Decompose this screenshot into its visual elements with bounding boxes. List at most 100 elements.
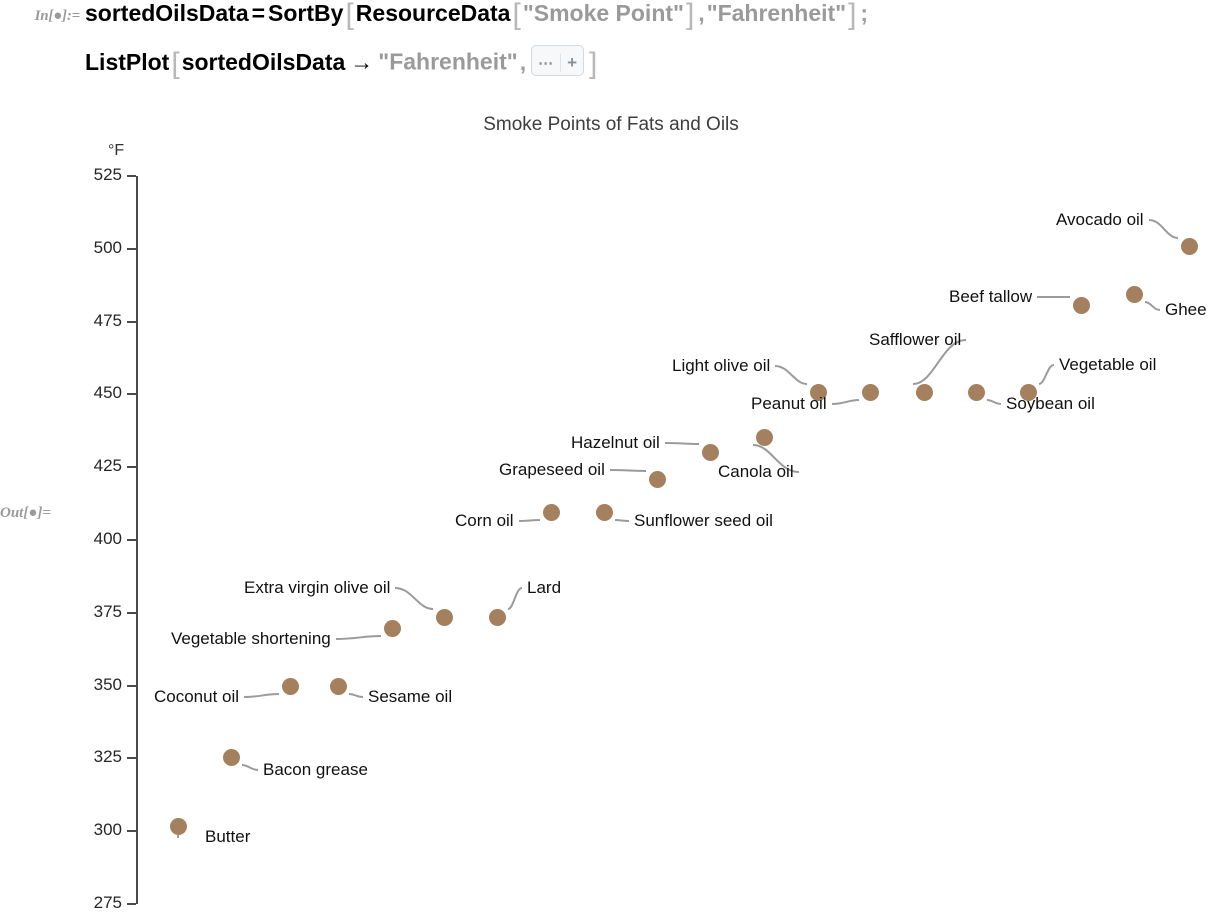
token-open-bracket-2: [ bbox=[512, 0, 521, 31]
y-tick-mark bbox=[127, 611, 136, 614]
input-code-line-2[interactable]: ListPlot[sortedOilsData→"Fahrenheit",⋯+] bbox=[85, 45, 599, 80]
token-close-bracket-3: ] bbox=[589, 46, 598, 80]
data-point-label: Beef tallow bbox=[949, 287, 1033, 306]
token-variable-sortedoilsdata-2: sortedOilsData bbox=[181, 48, 346, 75]
leader-line bbox=[831, 399, 860, 405]
token-function-listplot: ListPlot bbox=[85, 48, 170, 75]
output-cell-label[interactable]: Out[●]= bbox=[0, 505, 51, 521]
leader-line bbox=[1148, 219, 1179, 239]
data-point-label: Avocado oil bbox=[1056, 210, 1144, 229]
token-string-fahrenheit-1: "Fahrenheit" bbox=[706, 0, 847, 26]
y-tick-label: 425 bbox=[93, 456, 122, 476]
leader-line bbox=[507, 587, 523, 610]
y-tick-label: 375 bbox=[93, 601, 122, 621]
token-close-bracket-2: ] bbox=[685, 0, 695, 31]
token-open-bracket-1: [ bbox=[345, 0, 354, 31]
token-variable-sortedoilsdata: sortedOilsData bbox=[85, 0, 249, 26]
data-point-marker[interactable] bbox=[489, 609, 506, 626]
data-point-label: Light olive oil bbox=[672, 356, 771, 375]
data-point-marker[interactable] bbox=[1181, 238, 1198, 255]
data-point-marker[interactable] bbox=[702, 444, 719, 461]
data-point-marker[interactable] bbox=[282, 678, 299, 695]
data-point-label: Safflower oil bbox=[869, 330, 962, 349]
token-function-sortby: SortBy bbox=[268, 0, 344, 26]
leader-line bbox=[394, 587, 434, 610]
data-point-label: Canola oil bbox=[718, 462, 794, 481]
data-point-label: Butter bbox=[205, 827, 251, 846]
token-comma-1: , bbox=[698, 0, 705, 26]
y-tick-mark bbox=[127, 684, 136, 687]
y-tick-label: 475 bbox=[93, 310, 122, 330]
leader-line bbox=[241, 764, 259, 771]
token-comma-2: , bbox=[519, 48, 527, 75]
data-point-label: Peanut oil bbox=[751, 394, 827, 413]
y-tick-label: 400 bbox=[93, 529, 122, 548]
y-tick-mark bbox=[127, 539, 136, 541]
expand-options-button[interactable]: ⋯+ bbox=[531, 45, 585, 76]
leader-line bbox=[609, 469, 647, 472]
input-code-line-1[interactable]: sortedOilsData=SortBy[ResourceData["Smok… bbox=[85, 0, 870, 30]
token-function-resourcedata: ResourceData bbox=[355, 0, 511, 26]
y-tick-mark bbox=[127, 903, 136, 905]
y-tick-label: 500 bbox=[93, 237, 122, 257]
leader-line bbox=[986, 399, 1002, 405]
data-point-marker[interactable] bbox=[756, 429, 773, 446]
data-point-marker[interactable] bbox=[1020, 384, 1037, 401]
data-point-label: Lard bbox=[527, 578, 562, 597]
token-open-bracket-3: [ bbox=[171, 46, 180, 80]
data-point-label: Soybean oil bbox=[1006, 394, 1095, 413]
data-point-marker[interactable] bbox=[436, 609, 453, 626]
token-rule-arrow: → bbox=[350, 48, 374, 75]
y-tick-label: 350 bbox=[93, 674, 122, 694]
token-string-smoke-point: "Smoke Point" bbox=[522, 0, 684, 26]
leader-line bbox=[774, 365, 808, 385]
leader-line bbox=[335, 635, 382, 640]
data-point-label: Extra virgin olive oil bbox=[244, 578, 391, 597]
data-point-marker[interactable] bbox=[916, 384, 933, 401]
y-tick-mark bbox=[127, 175, 136, 177]
data-point-label: Bacon grease bbox=[263, 760, 368, 779]
data-point-label: Vegetable oil bbox=[1059, 355, 1157, 374]
data-point-label: Hazelnut oil bbox=[571, 433, 660, 452]
leader-line bbox=[752, 444, 800, 473]
y-tick-mark bbox=[127, 757, 136, 760]
data-point-label: Ghee bbox=[1165, 300, 1207, 319]
y-tick-mark bbox=[127, 466, 136, 469]
data-point-label: Sesame oil bbox=[368, 687, 453, 706]
data-point-label: Vegetable shortening bbox=[171, 629, 331, 648]
ellipsis-icon[interactable]: ⋯ bbox=[538, 54, 562, 72]
data-point-label: Corn oil bbox=[455, 511, 514, 530]
leader-line bbox=[614, 519, 630, 522]
data-point-marker[interactable] bbox=[810, 384, 827, 401]
data-point-marker[interactable] bbox=[543, 504, 560, 521]
leader-line bbox=[1144, 301, 1161, 311]
data-point-marker[interactable] bbox=[1073, 297, 1090, 314]
data-point-marker[interactable] bbox=[1126, 286, 1143, 303]
data-point-marker[interactable] bbox=[968, 384, 985, 401]
leader-line bbox=[348, 693, 364, 698]
leader-line bbox=[664, 442, 700, 445]
y-axis-unit-label: °F bbox=[108, 142, 125, 159]
data-point-label: Grapeseed oil bbox=[499, 460, 605, 479]
data-point-marker[interactable] bbox=[330, 678, 347, 695]
data-point-marker[interactable] bbox=[223, 749, 240, 766]
y-tick-mark bbox=[127, 830, 136, 833]
y-tick-mark bbox=[127, 247, 136, 250]
y-tick-label: 525 bbox=[93, 165, 122, 184]
leader-line bbox=[1038, 364, 1055, 385]
data-point-marker[interactable] bbox=[862, 384, 879, 401]
data-point-marker[interactable] bbox=[596, 504, 613, 521]
leader-line bbox=[243, 693, 280, 698]
data-point-marker[interactable] bbox=[170, 818, 187, 835]
plus-icon[interactable]: + bbox=[567, 53, 578, 72]
data-point-marker[interactable] bbox=[384, 620, 401, 637]
input-cell-label[interactable]: In[●]:= bbox=[34, 8, 81, 24]
data-point-marker[interactable] bbox=[649, 471, 666, 488]
y-tick-label: 450 bbox=[93, 383, 122, 403]
token-string-fahrenheit-2: "Fahrenheit" bbox=[378, 48, 518, 75]
y-tick-label: 300 bbox=[93, 820, 122, 840]
data-point-label: Sunflower seed oil bbox=[634, 511, 773, 530]
y-tick-mark bbox=[127, 393, 136, 396]
y-tick-label: 275 bbox=[93, 893, 122, 912]
